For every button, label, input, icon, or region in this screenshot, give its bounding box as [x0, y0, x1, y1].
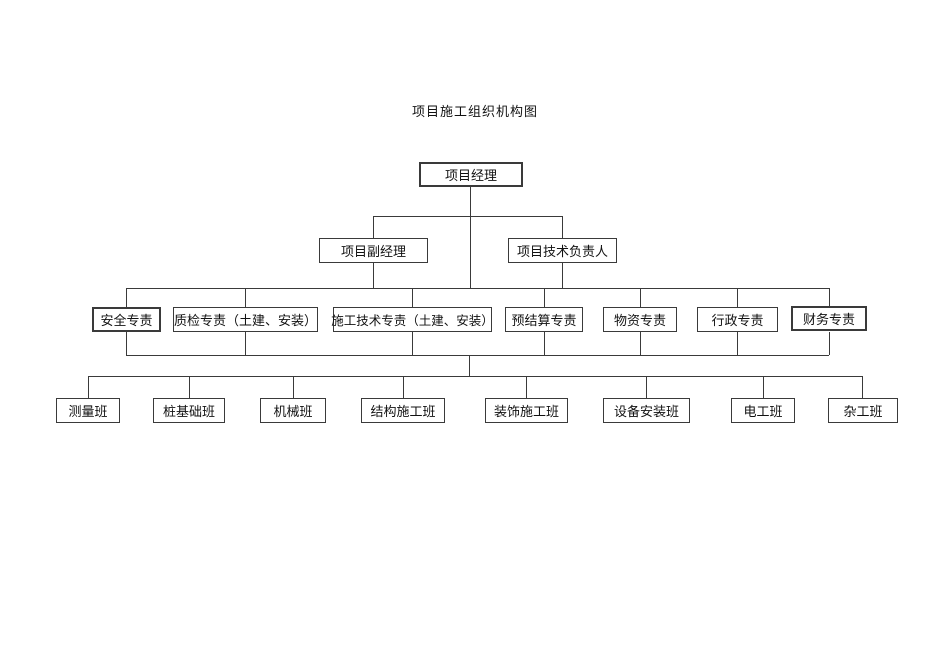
connector-level3-rail: [126, 288, 829, 289]
node-structure-construction-team: 结构施工班: [361, 398, 445, 423]
node-project-technical-lead: 项目技术负责人: [508, 238, 617, 263]
node-budget-settlement-officer: 预结算专责: [505, 307, 583, 332]
connector-techlead-drop: [562, 216, 563, 238]
node-construction-technology-officer: 施工技术专责（土建、安装）: [331, 307, 494, 332]
node-materials-officer: 物资专责: [603, 307, 677, 332]
connector-budget-stem: [544, 332, 545, 355]
node-finance-officer: 财务专责: [791, 306, 867, 331]
node-quality-inspection-officer: 质检专责（土建、安装）: [173, 307, 318, 332]
connector-techlead-stem: [562, 263, 563, 288]
node-laborer-team: 杂工班: [828, 398, 898, 423]
node-deputy-project-manager: 项目副经理: [319, 238, 428, 263]
connector-deputy-drop: [373, 216, 374, 238]
connector-admin-drop: [737, 288, 738, 307]
connector-safety-stem: [126, 332, 127, 355]
connector-pile-drop: [189, 376, 190, 398]
connector-decoration-drop: [526, 376, 527, 398]
node-project-manager: 项目经理: [419, 162, 523, 187]
connector-quality-drop: [245, 288, 246, 307]
connector-root-stem: [470, 187, 471, 288]
connector-center-stem: [469, 355, 470, 376]
connector-electrician-drop: [763, 376, 764, 398]
node-equipment-installation-team: 设备安装班: [603, 398, 690, 423]
node-survey-team: 测量班: [56, 398, 120, 423]
connector-finance-drop: [829, 288, 830, 307]
connector-deputy-stem: [373, 263, 374, 288]
connector-level4-rail: [88, 376, 863, 377]
connector-safety-drop: [126, 288, 127, 307]
connector-construction-tech-drop: [412, 288, 413, 307]
connector-materials-stem: [640, 332, 641, 355]
node-administration-officer: 行政专责: [697, 307, 778, 332]
connector-budget-drop: [544, 288, 545, 307]
connector-quality-stem: [245, 332, 246, 355]
connector-materials-drop: [640, 288, 641, 307]
connector-laborer-drop: [862, 376, 863, 398]
connector-level2-rail: [373, 216, 563, 217]
node-electrician-team: 电工班: [731, 398, 795, 423]
node-decoration-construction-team: 装饰施工班: [485, 398, 568, 423]
chart-title: 项目施工组织机构图: [411, 104, 538, 119]
node-pile-foundation-team: 桩基础班: [153, 398, 225, 423]
connector-construction-tech-stem: [412, 332, 413, 355]
node-safety-officer: 安全专责: [92, 307, 161, 332]
node-machinery-team: 机械班: [260, 398, 326, 423]
connector-survey-drop: [88, 376, 89, 398]
connector-finance-stem: [829, 332, 830, 355]
connector-equipment-drop: [646, 376, 647, 398]
connector-collector-rail: [126, 355, 829, 356]
connector-admin-stem: [737, 332, 738, 355]
connector-structure-drop: [403, 376, 404, 398]
connector-machinery-drop: [293, 376, 294, 398]
